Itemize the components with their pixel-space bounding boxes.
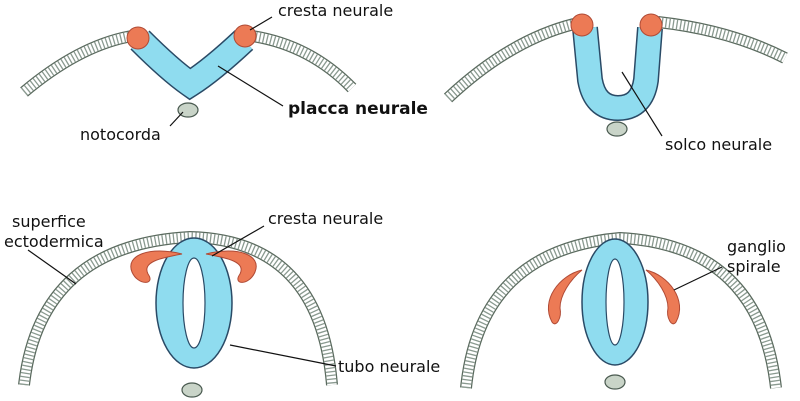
notochord <box>606 121 628 137</box>
neural-crest-left <box>570 13 594 37</box>
label-cresta-neurale: cresta neurale <box>268 209 383 228</box>
ectoderm-right <box>657 16 788 64</box>
label-notocorda: notocorda <box>80 125 161 144</box>
notochord <box>604 374 626 390</box>
spiral-ganglion-right <box>645 269 681 325</box>
panel-neural-plate: cresta neurale placca neurale notocorda <box>20 1 428 144</box>
label-placca-neurale: placca neurale <box>288 99 428 119</box>
label-spirale: spirale <box>727 257 781 276</box>
panel-spiral-ganglion: ganglio spirale <box>460 231 786 390</box>
label-ganglio: ganglio <box>727 237 786 256</box>
neural-crest-right <box>639 13 663 37</box>
surface-ectoderm <box>18 230 338 386</box>
spiral-ganglion-left <box>547 269 583 325</box>
panel-neural-tube: superfice ectodermica cresta neurale tub… <box>4 209 440 398</box>
neural-tube-lumen <box>605 258 625 346</box>
neural-crest-left <box>126 26 150 50</box>
label-superfice: superfice <box>12 212 86 231</box>
neural-crest-left <box>130 250 183 283</box>
neural-tube-lumen <box>182 257 206 349</box>
notochord <box>177 102 199 118</box>
label-ectodermica: ectodermica <box>4 232 104 251</box>
ectoderm-left <box>443 18 576 103</box>
panel-neural-groove: solco neurale <box>443 13 788 154</box>
surface-ectoderm <box>460 231 782 389</box>
label-solco-neurale: solco neurale <box>665 135 772 154</box>
neural-crest-right <box>233 24 257 48</box>
label-tubo-neurale: tubo neurale <box>338 357 440 376</box>
notochord <box>181 382 203 398</box>
neural-crest-right <box>205 250 257 283</box>
label-cresta-neurale: cresta neurale <box>278 1 393 20</box>
ectoderm-left <box>20 30 134 97</box>
ectoderm-right <box>251 30 357 93</box>
